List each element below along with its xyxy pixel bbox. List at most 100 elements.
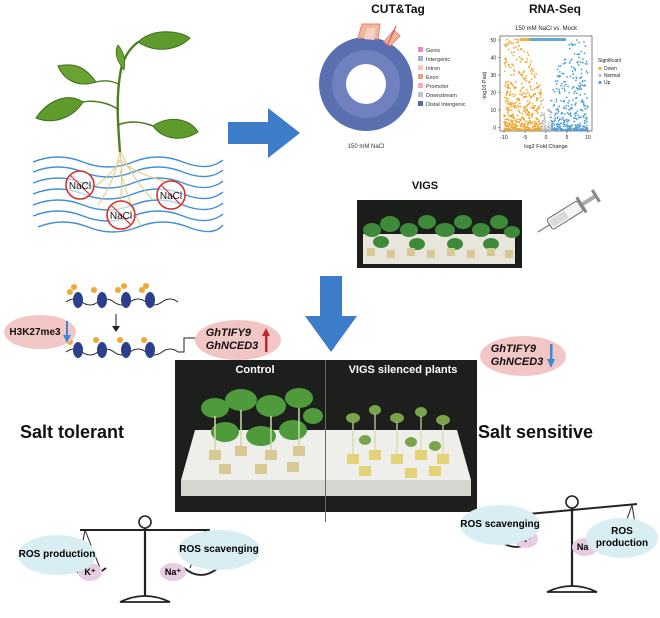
volcano-point: [555, 127, 558, 130]
legend-label: Up: [604, 80, 611, 86]
volcano-point: [547, 129, 550, 131]
volcano-point: [569, 114, 572, 116]
volcano-point: [525, 80, 528, 83]
volcano-point: [579, 116, 581, 119]
volcano-point: [562, 116, 564, 119]
volcano-point: [560, 99, 563, 102]
volcano-point: [561, 87, 564, 90]
volcano-point: [524, 123, 527, 125]
volcano-point: [583, 41, 585, 43]
volcano-point: [570, 115, 573, 118]
volcano-point: [513, 86, 516, 89]
volcano-point: [504, 58, 507, 61]
x-tick-label: 5: [566, 135, 569, 141]
right-arrow: [228, 108, 300, 158]
volcano-point: [576, 53, 579, 56]
volcano-point: [578, 53, 581, 56]
salt-sensitive-label: Salt sensitive: [478, 422, 594, 442]
x-tick-label: -5: [523, 135, 528, 141]
volcano-point: [572, 73, 574, 76]
volcano-point: [574, 90, 576, 93]
volcano-point: [524, 61, 527, 63]
volcano-point: [556, 117, 559, 120]
volcano-point: [563, 62, 565, 65]
volcano-point: [532, 70, 535, 73]
volcano-point: [578, 56, 580, 59]
volcano-point: [521, 87, 523, 90]
volcano-point: [567, 105, 570, 108]
volcano-point: [554, 128, 557, 131]
volcano-point: [518, 118, 521, 121]
volcano-point: [536, 99, 538, 102]
genes-up-pill: GhTIFY9 GhNCED3: [195, 320, 281, 360]
volcano-point: [525, 88, 528, 91]
volcano-point: [568, 91, 571, 94]
volcano-point: [557, 120, 560, 122]
volcano-point: [583, 93, 586, 95]
volcano-point: [504, 61, 507, 64]
volcano-point: [530, 96, 532, 98]
volcano-point: [558, 90, 561, 93]
volcano-point: [568, 47, 571, 50]
h3k27me3-label: H3K27me3: [9, 326, 61, 338]
volcano-point: [559, 75, 562, 78]
volcano-point: [508, 127, 511, 130]
volcano-point: [587, 106, 589, 109]
volcano-point: [580, 50, 582, 53]
volcano-point: [540, 111, 543, 114]
volcano-point: [503, 62, 506, 65]
volcano-point: [519, 89, 522, 92]
volcano-point: [575, 96, 578, 99]
volcano-point: [518, 72, 521, 74]
volcano-point: [572, 98, 574, 101]
volcano-point: [539, 96, 542, 99]
volcano-point: [556, 80, 559, 82]
volcano-point: [562, 121, 565, 124]
volcano-point: [536, 128, 539, 130]
volcano-point: [535, 124, 538, 127]
volcano-point: [542, 123, 545, 125]
volcano-point: [584, 107, 587, 110]
volcano-point: [556, 75, 559, 77]
volcano-point: [563, 125, 565, 128]
volcano-point: [530, 114, 533, 117]
volcano-point: [552, 88, 555, 91]
volcano-point: [561, 118, 563, 121]
volcano-point: [579, 86, 581, 89]
volcano-point: [537, 106, 539, 109]
volcano-point: [538, 123, 541, 126]
volcano-point: [575, 77, 578, 80]
legend-marker: [598, 73, 602, 78]
vigs-photo: [357, 200, 522, 268]
volcano-point: [569, 127, 572, 129]
volcano-point: [513, 51, 515, 54]
volcano-point: [517, 99, 520, 102]
volcano-point: [579, 94, 582, 96]
volcano-point: [577, 114, 579, 117]
volcano-point: [533, 74, 536, 77]
volcano-point: [525, 93, 527, 95]
volcano-point: [520, 124, 523, 127]
volcano-point: [515, 86, 517, 89]
volcano-point: [566, 125, 568, 128]
volcano-point: [507, 48, 510, 51]
volcano-point: [583, 126, 586, 128]
volcano-point: [584, 119, 586, 122]
x-tick-label: 10: [585, 135, 591, 141]
volcano-point: [549, 126, 551, 129]
volcano-point: [513, 46, 515, 49]
volcano-point: [581, 84, 584, 86]
volcano-point: [547, 125, 550, 128]
volcano-point: [510, 42, 513, 44]
volcano-point: [562, 72, 565, 75]
volcano-point: [573, 117, 576, 120]
volcano-point: [556, 116, 559, 118]
volcano-point: [529, 70, 532, 72]
phenotype-photo-art: [181, 388, 471, 496]
volcano-point: [568, 43, 571, 46]
legend-swatch: [418, 101, 423, 106]
volcano-point: [556, 112, 559, 115]
leaf-right: [152, 118, 199, 139]
